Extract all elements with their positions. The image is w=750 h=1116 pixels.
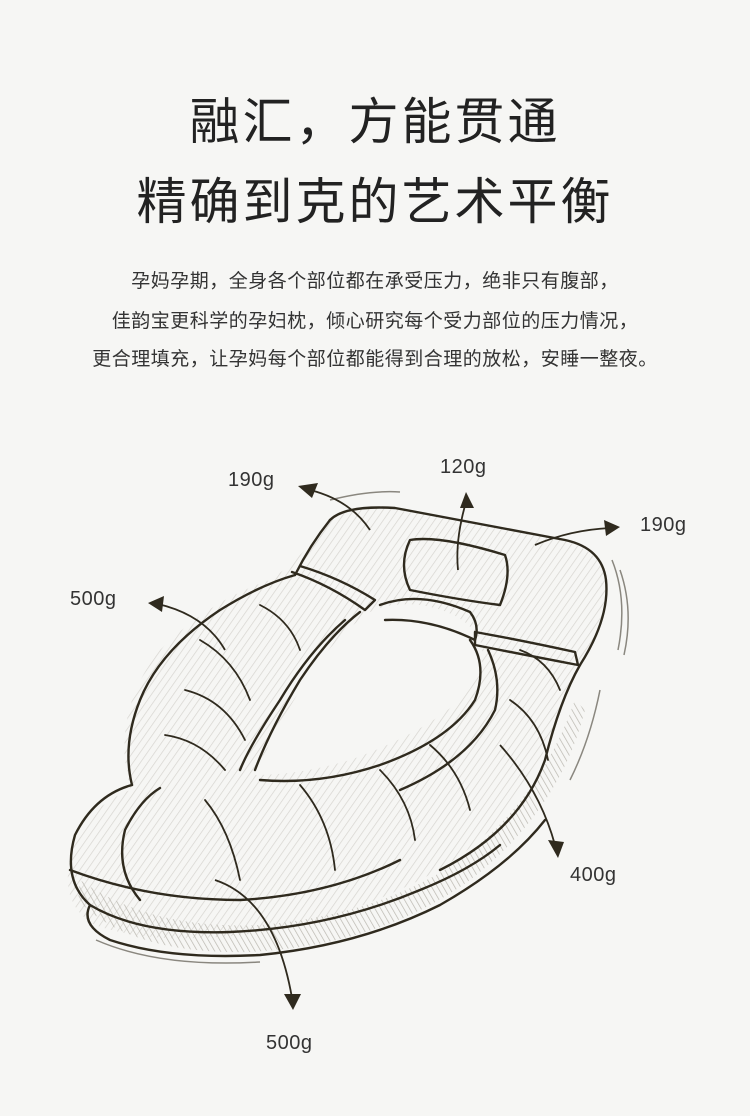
- weight-arrows: [157, 489, 611, 999]
- arrow-bottom: [214, 879, 293, 999]
- headline-line-2: 精确到克的艺术平衡: [136, 173, 614, 231]
- pregnancy-pillow-illustration: [67, 483, 629, 1010]
- arrow-top-left: [309, 489, 371, 531]
- arrow-right-side: [499, 744, 556, 846]
- sketch-marks: [95, 490, 629, 964]
- weight-label-top-left: 190g: [228, 469, 275, 491]
- arrow-top-center: [456, 501, 467, 571]
- weight-label-top-right: 190g: [640, 514, 687, 536]
- weight-label-bottom: 500g: [266, 1032, 313, 1054]
- headline-line-1: 融汇，方能贯通: [189, 93, 561, 151]
- weight-label-left-arm: 500g: [70, 588, 117, 610]
- weight-label-top-center: 120g: [440, 456, 487, 478]
- weight-label-right-side: 400g: [570, 864, 617, 886]
- arrow-heads: [148, 483, 620, 1010]
- description-line-2: 佳韵宝更科学的孕妇枕，倾心研究每个受力部位的压力情况，: [111, 310, 639, 332]
- description-line-3: 更合理填充，让孕妈每个部位都能得到合理的放松，安睡一整夜。: [92, 348, 658, 370]
- description-line-1: 孕妈孕期，全身各个部位都在承受压力，绝非只有腹部，: [131, 270, 619, 292]
- arrow-left-arm: [157, 603, 226, 651]
- arrow-top-right: [534, 527, 611, 546]
